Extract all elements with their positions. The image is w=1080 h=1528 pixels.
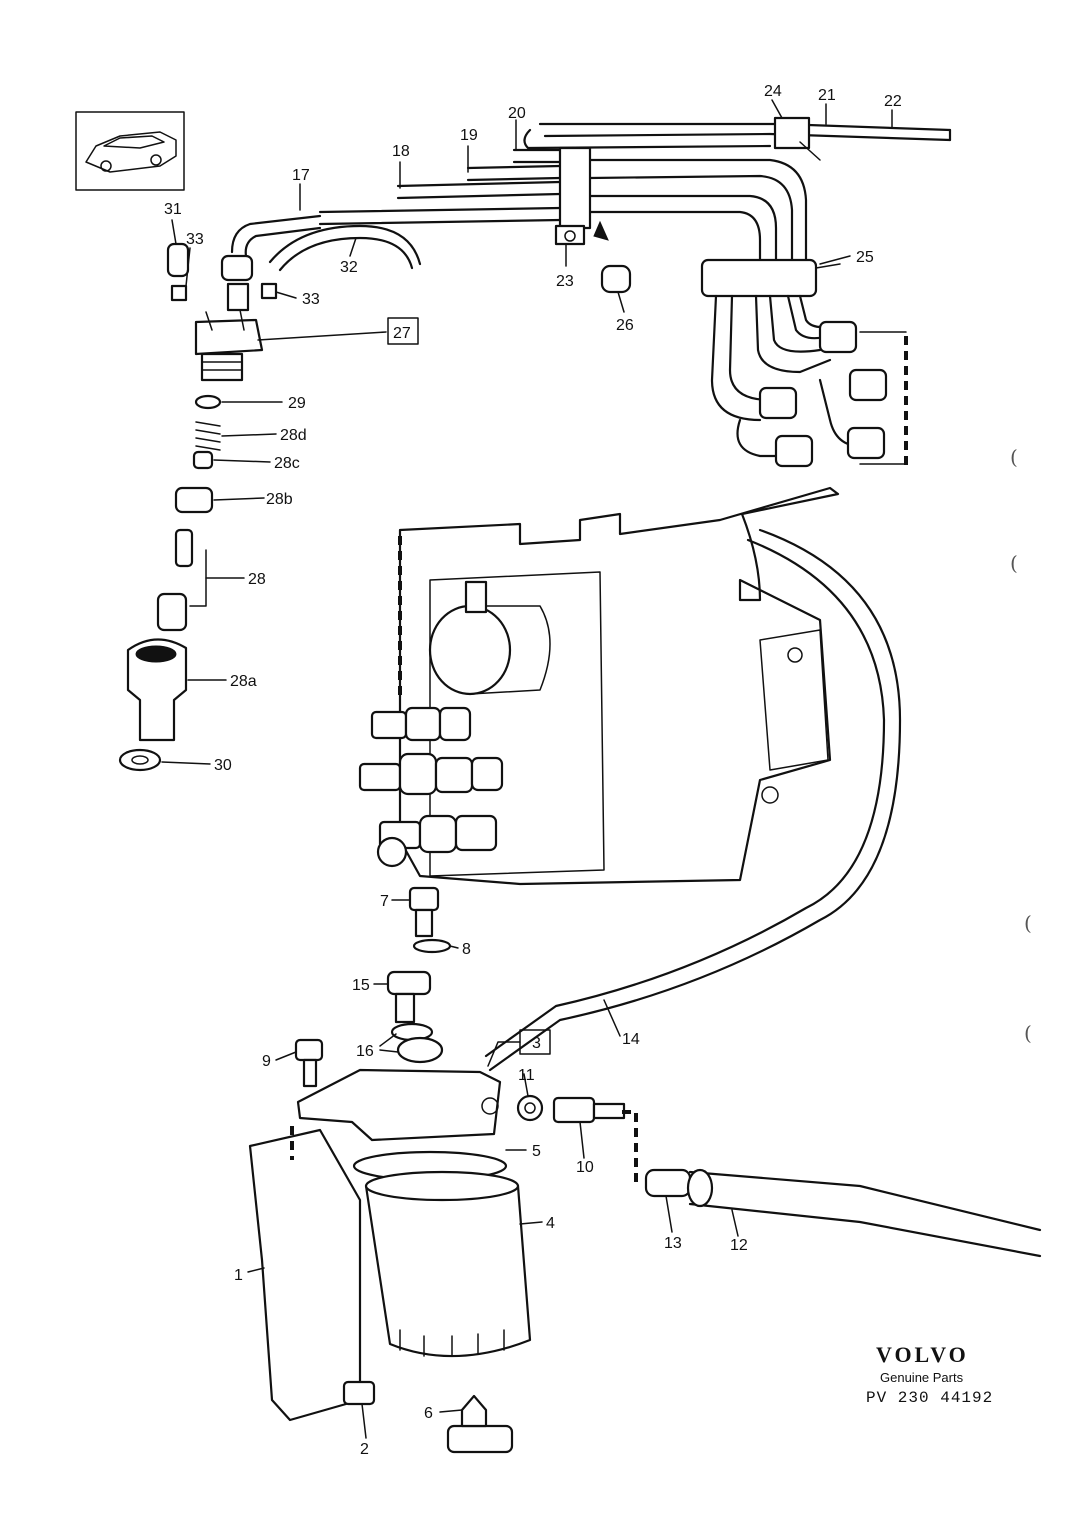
callout-4: 4 bbox=[546, 1215, 555, 1232]
callout-18: 18 bbox=[392, 143, 410, 160]
callout-5: 5 bbox=[532, 1143, 541, 1160]
callout-33-lower: 33 bbox=[302, 291, 320, 308]
callout-labels: 17 18 19 20 24 21 22 23 26 25 31 33 32 3… bbox=[164, 83, 902, 1458]
callout-16: 16 bbox=[356, 1043, 374, 1060]
callout-22: 22 bbox=[884, 93, 902, 110]
car-sedan-icon bbox=[75, 111, 185, 191]
fuel-filter-assembly bbox=[248, 886, 1042, 1454]
margin-mark: ( bbox=[1024, 911, 1032, 935]
callout-28d: 28d bbox=[280, 427, 307, 444]
callout-box-3 bbox=[519, 1029, 551, 1055]
callout-9: 9 bbox=[262, 1053, 271, 1070]
margin-mark: ( bbox=[1010, 551, 1018, 575]
callout-28b: 28b bbox=[266, 491, 293, 508]
callout-28c: 28c bbox=[274, 455, 300, 472]
callout-26: 26 bbox=[616, 317, 634, 334]
callout-12: 12 bbox=[730, 1237, 748, 1254]
volvo-logo: VOLVO bbox=[876, 1342, 969, 1367]
callout-7: 7 bbox=[380, 893, 389, 910]
callout-1: 1 bbox=[234, 1267, 243, 1284]
margin-mark: ( bbox=[1010, 445, 1018, 469]
margin-marks: ( ( ( ( bbox=[1010, 445, 1032, 1045]
callout-28: 28 bbox=[248, 571, 266, 588]
callout-17: 17 bbox=[292, 167, 310, 184]
margin-mark: ( bbox=[1024, 1021, 1032, 1045]
callout-33-upper: 33 bbox=[186, 231, 204, 248]
fuel-lines-upper bbox=[230, 116, 952, 294]
callout-32: 32 bbox=[340, 259, 358, 276]
callout-11: 11 bbox=[518, 1067, 535, 1084]
callout-31: 31 bbox=[164, 201, 182, 218]
callout-23: 23 bbox=[556, 273, 574, 290]
callout-19: 19 bbox=[460, 127, 478, 144]
callout-21: 21 bbox=[818, 87, 836, 104]
callout-15: 15 bbox=[352, 977, 370, 994]
diagram-reference: PV 230 44192 bbox=[866, 1389, 993, 1407]
callout-2: 2 bbox=[360, 1441, 369, 1458]
callout-25: 25 bbox=[856, 249, 874, 266]
return-hose bbox=[484, 528, 902, 1072]
callout-8: 8 bbox=[462, 941, 471, 958]
callout-14: 14 bbox=[622, 1031, 640, 1048]
injection-pump bbox=[358, 486, 840, 886]
overflow-valve-assembly bbox=[118, 242, 419, 772]
injection-pipes bbox=[700, 258, 908, 470]
callout-20: 20 bbox=[508, 105, 526, 122]
brand-block: VOLVO Genuine Parts PV 230 44192 bbox=[866, 1342, 993, 1407]
leader-lines bbox=[161, 99, 893, 1439]
callout-6: 6 bbox=[424, 1405, 433, 1422]
callout-3: 3 bbox=[532, 1035, 541, 1052]
brand-tagline: Genuine Parts bbox=[880, 1370, 964, 1385]
callout-30: 30 bbox=[214, 757, 232, 774]
callout-24: 24 bbox=[764, 83, 782, 100]
callout-13: 13 bbox=[664, 1235, 682, 1252]
callout-29: 29 bbox=[288, 395, 306, 412]
callout-28a: 28a bbox=[230, 673, 257, 690]
callout-10: 10 bbox=[576, 1159, 594, 1176]
callout-27: 27 bbox=[393, 325, 411, 342]
